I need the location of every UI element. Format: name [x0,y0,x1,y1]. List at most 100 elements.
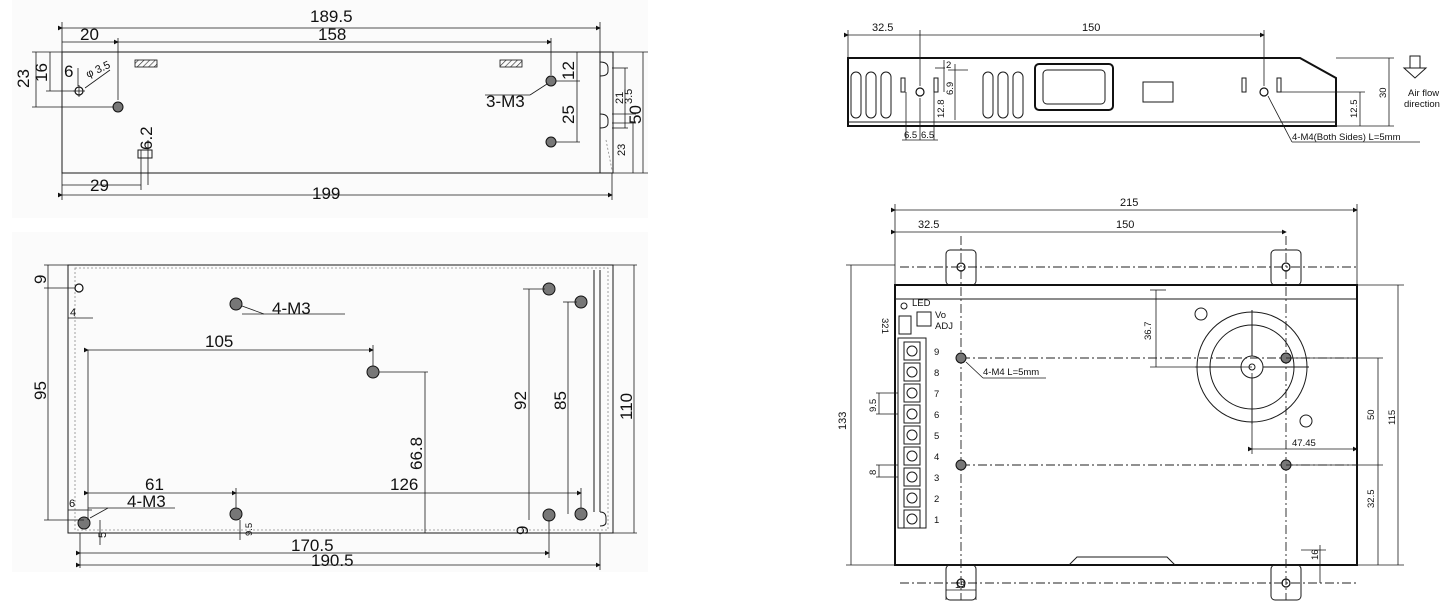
top-dim-9-5: 9.5 [868,399,879,412]
dim-6-left: 6 [64,62,73,81]
top-dim-32-5: 32.5 [918,219,939,231]
chassis-outline-top-left [61,51,614,174]
dim-66-8: 66.8 [407,437,426,470]
dim-170-5: 170.5 [291,536,334,555]
screw-hole-bl-5 [229,507,243,521]
dim-23-bottom-right: 23 [616,144,628,156]
top-dim-36-7: 36.7 [1143,322,1154,341]
led-indicator [898,315,912,335]
top-dim-16: 16 [1310,549,1321,560]
chassis-outline-bottom-left [67,264,614,534]
top-screw-note: 4-M4 L=5mm [983,367,1039,378]
top-dim-32-5-right: 32.5 [1366,490,1377,509]
bottom-left-view [44,264,637,570]
top-dim-133: 133 [837,412,849,430]
slot-notch-upper [599,61,609,77]
dim-23-left: 23 [14,69,33,88]
top-dim-47-45: 47.45 [1292,438,1316,449]
top-dim-150: 150 [1116,219,1134,231]
side-window [1142,81,1174,103]
side-dim-6-5-b: 6.5 [921,130,934,141]
vo-label: Vo [935,310,946,321]
terminal-label: 4 [934,452,939,463]
terminal-label: 3 [934,473,939,484]
top-dim-215: 215 [1120,197,1138,209]
led-label: LED [912,298,931,309]
top-view-outline [894,284,1358,566]
dim-hole-diameter: φ 3.5 [84,59,112,81]
fan-grille-icon [1194,307,1313,428]
dim-105: 105 [205,332,233,351]
top-dim-15: 15 [955,580,966,591]
dim-61: 61 [145,475,164,494]
side-dim-30: 30 [1378,87,1389,98]
terminal-label: 6 [934,410,939,421]
airflow-arrow-icon [1402,55,1428,79]
top-dim-8: 8 [868,470,879,475]
screw-hole-bl-1 [229,297,243,311]
terminal-label: 5 [934,431,939,442]
airflow-label-2: direction [1404,99,1440,110]
note-4-m3-bottom: 4-M3 [127,492,166,511]
airflow-label-1: Air flow [1408,88,1439,99]
terminal-label: 1 [934,515,939,526]
top-view [846,204,1404,601]
screw-hole-bl-7 [574,507,588,521]
side-dim-150: 150 [1082,22,1100,34]
dim-slot-3-5: 3.5 [623,89,635,104]
side-dim-6-9: 6.9 [945,82,956,95]
side-dim-32-5: 32.5 [872,22,893,34]
screw-hole-right-upper [545,75,557,87]
side-dim-6-5-a: 6.5 [904,130,917,141]
dim-158: 158 [318,25,346,44]
screw-hole-bl-2 [366,365,380,379]
screw-hole-bl-6 [542,508,556,522]
dim-6-2: 6.2 [137,126,156,150]
slot-notch-bl [599,511,607,527]
slot-notch-lower [599,113,609,129]
top-dim-115: 115 [1387,410,1398,425]
terminal-label: 7 [934,389,939,400]
note-3-m3: 3-M3 [486,92,525,111]
dim-6-bl: 6 [69,498,75,510]
top-dim-50: 50 [1366,409,1377,420]
vo-adj-pot [916,311,932,327]
dim-9-bottom: 9 [513,526,532,535]
side-screw-note: 4-M4(Both Sides) L=5mm [1292,132,1401,143]
dim-92: 92 [511,391,530,410]
dim-slot-21: 21 [614,92,626,104]
dim-199: 199 [312,184,340,203]
dim-overall-length: 189.5 [310,7,353,26]
dim-190-5: 190.5 [311,551,354,570]
ac-inlet-frame [1034,63,1114,111]
screw-hole-right-lower [545,136,557,148]
terminal-label: 2 [934,494,939,505]
dim-95: 95 [31,381,50,400]
side-dim-2: 2 [946,60,951,71]
terminal-labels: 9 8 7 6 5 4 3 2 1 [934,347,939,526]
note-4-m3-top: 4-M3 [272,299,311,318]
side-view [844,30,1428,143]
dim-9-5: 9.5 [244,523,255,536]
dim-5: 5 [97,532,109,538]
dim-9-top: 9 [31,275,50,284]
terminal-label: 8 [934,368,939,379]
dim-110: 110 [617,393,636,420]
side-view-outline [847,57,1337,127]
dim-29: 29 [90,176,109,195]
top-left-view [32,22,648,200]
dim-85: 85 [551,391,570,410]
side-dim-12-5: 12.5 [1349,100,1360,119]
screw-hole-left [112,101,124,113]
dim-4: 4 [70,307,76,319]
dim-12-right: 12 [559,61,578,80]
dim-25-right: 25 [559,105,578,124]
hatch-mark-left [134,59,158,68]
terminal-label: 9 [934,347,939,358]
adj-label: ADJ [935,321,953,332]
dim-20: 20 [80,25,99,44]
pin-marker-321: 321 [879,318,890,334]
dim-16-left: 16 [32,63,51,82]
side-dim-12-8: 12.8 [936,100,947,119]
